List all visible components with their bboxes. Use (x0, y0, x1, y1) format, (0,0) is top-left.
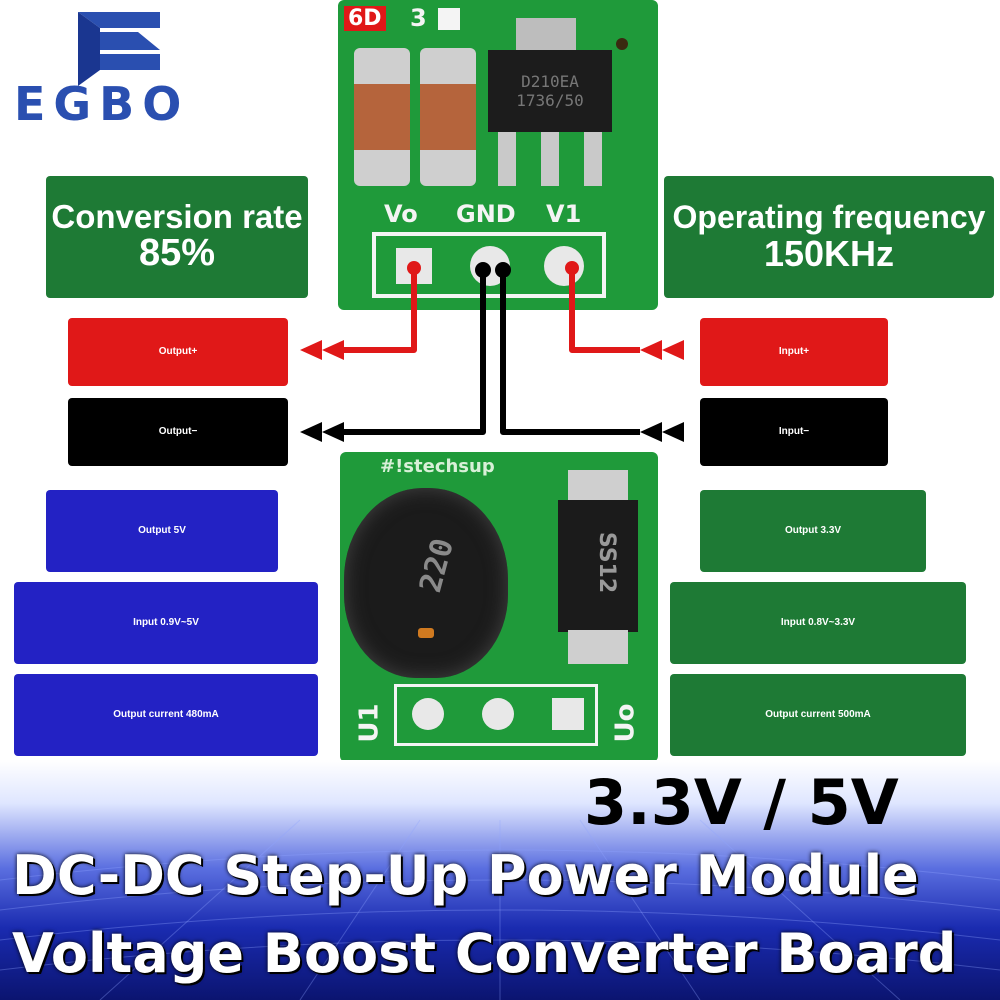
brand-logo-mark-icon (78, 12, 160, 86)
arrow-input-plus-1 (640, 340, 662, 360)
diode-marking: SS12 (594, 531, 620, 594)
inductor-pad (418, 628, 434, 638)
chip-marking-2: 1736/50 (516, 91, 584, 110)
silk-top-text: #!stechsup (380, 456, 495, 477)
headline-line-2: Voltage Boost Converter Board (12, 922, 957, 985)
wire-output-minus (330, 270, 486, 435)
top-pcb: 6D 3 D210EA 1736/50 Vo GND V1 (338, 0, 658, 310)
conversion-rate-title: Conversion rate (51, 197, 303, 235)
bottom-pad-2 (482, 698, 514, 730)
arrow-input-plus-2 (662, 340, 684, 360)
regulator-chip: D210EA 1736/50 (488, 50, 612, 132)
silk-pin-vo: Vo (384, 200, 418, 228)
input-minus-label: Input− (700, 398, 888, 466)
dot-vo (407, 261, 421, 275)
chip-leg-2 (541, 132, 559, 186)
via-hole (616, 38, 628, 50)
wire-input-minus (500, 270, 640, 435)
input-range-5v-label: Input 0.9V~5V (14, 582, 318, 664)
arrow-input-minus-2 (662, 422, 684, 442)
output-current-500-label: Output current 500mA (670, 674, 966, 756)
output-33v-label: Output 3.3V (700, 490, 926, 572)
bottom-pad-3 (552, 698, 584, 730)
arrow-input-minus-1 (640, 422, 662, 442)
pin-label-uo: Uo (610, 703, 641, 743)
banner-grid-pattern (0, 819, 1000, 1000)
diode-body (558, 500, 638, 632)
brand-logo-text: EGBO (14, 77, 190, 131)
corner-marking-6d: 6D (344, 6, 386, 31)
dot-v1 (565, 261, 579, 275)
arrow-output-plus-1 (300, 340, 322, 360)
bottom-pcb: #!stechsup 220 SS12 U1 Uo (340, 452, 658, 762)
chip-leg-1 (498, 132, 516, 186)
arrow-output-minus-1 (300, 422, 322, 442)
chip-marking-1: D210EA (521, 72, 579, 91)
wiring-diagram (300, 261, 684, 442)
input-range-33v-label: Input 0.8V~3.3V (670, 582, 966, 664)
chip-tab (516, 18, 576, 54)
output-plus-label: Output+ (68, 318, 288, 386)
silk-pin-v1: V1 (546, 200, 582, 228)
arrow-output-plus-2 (322, 340, 344, 360)
output-5v-label: Output 5V (46, 490, 278, 572)
output-current-480-label: Output current 480mA (14, 674, 318, 756)
headline-line-1: DC-DC Step-Up Power Module (12, 844, 919, 907)
conversion-rate-value: 85% (138, 232, 216, 275)
pin-header-outline (372, 232, 606, 298)
wire-output-plus (330, 268, 417, 353)
diode-pad-top (568, 470, 628, 504)
pin-label-u1: U1 (354, 703, 385, 743)
wire-input-plus (569, 268, 640, 353)
output-minus-label: Output− (68, 398, 288, 466)
dot-gnd-b (495, 262, 511, 278)
corner-marking-3: 3 (410, 4, 427, 32)
conversion-rate-label: Conversion rate 85% (46, 176, 308, 298)
headline-banner (0, 760, 1000, 1000)
operating-frequency-title: Operating frequency (672, 199, 986, 236)
inductor (344, 488, 508, 678)
capacitor-1 (354, 48, 410, 186)
chip-leg-3 (584, 132, 602, 186)
corner-square (438, 8, 460, 30)
operating-frequency-value: 150KHz (763, 232, 895, 274)
operating-frequency-label: Operating frequency 150KHz (664, 176, 994, 298)
input-plus-label: Input+ (700, 318, 888, 386)
dot-gnd-a (475, 262, 491, 278)
arrow-output-minus-2 (322, 422, 344, 442)
bottom-pad-1 (412, 698, 444, 730)
pin-outline (394, 684, 598, 746)
capacitor-2 (420, 48, 476, 186)
silk-pin-gnd: GND (456, 200, 516, 228)
voltage-headline: 3.3V / 5V (584, 766, 899, 839)
diode-pad-bottom (568, 630, 628, 664)
